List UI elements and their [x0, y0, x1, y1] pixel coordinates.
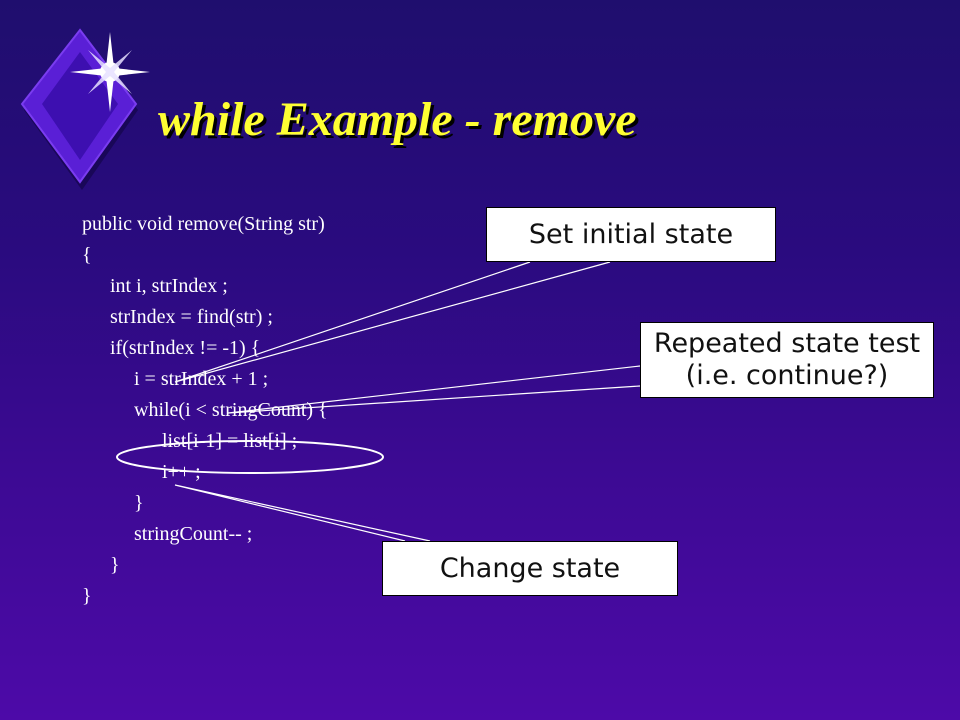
page-title: while Example - remove: [158, 93, 637, 146]
diamond-inner-shape: [42, 52, 118, 160]
code-line-close-if: }: [110, 554, 120, 576]
code-line-while: while(i < stringCount) {: [134, 399, 328, 421]
sparkle-icon: [70, 32, 150, 112]
callout-repeated-line2: (i.e. continue?): [685, 360, 889, 391]
code-line-find: strIndex = find(str) ;: [110, 306, 273, 328]
diamond-sparkle-decoration: [20, 28, 150, 190]
callout-repeated-state-test: Repeated state test (i.e. continue?): [640, 322, 934, 398]
code-line-declare: int i, strIndex ;: [110, 275, 228, 297]
callout-set-initial-state: Set initial state: [486, 207, 776, 262]
callout-set-initial-state-text: Set initial state: [528, 218, 734, 250]
callout-change-state: Change state: [382, 541, 678, 596]
code-line-close-while: }: [134, 492, 144, 514]
code-line-increment: i++ ;: [162, 461, 201, 483]
code-line-if: if(strIndex != -1) {: [110, 337, 261, 359]
code-line-close-method: }: [82, 585, 92, 607]
code-line-signature: public void remove(String str): [82, 213, 325, 235]
callout-change-state-text: Change state: [439, 552, 621, 584]
code-line-decrement: stringCount-- ;: [134, 523, 253, 545]
code-line-open-brace: {: [82, 244, 92, 266]
code-line-init: i = strIndex + 1 ;: [134, 368, 269, 390]
callout-repeated-line1: Repeated state test: [653, 328, 921, 359]
code-line-shift: list[i-1] = list[i] ;: [162, 430, 298, 452]
